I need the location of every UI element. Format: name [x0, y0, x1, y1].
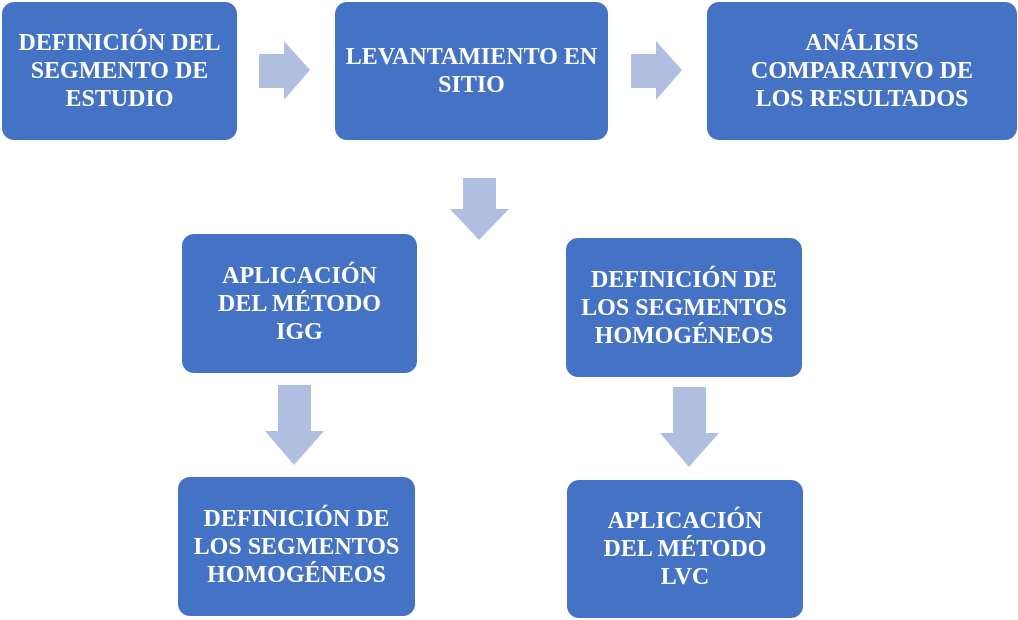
arrow-down-icon	[265, 385, 324, 465]
arrow-down-icon	[660, 387, 719, 467]
step-analisis-comparativo: ANÁLISIS COMPARATIVO DE LOS RESULTADOS	[707, 2, 1017, 140]
step-levantamiento-en-sitio: LEVANTAMIENTO EN SITIO	[335, 2, 608, 140]
arrow-right-icon	[631, 41, 682, 100]
step-definicion-segmento-estudio: DEFINICIÓN DEL SEGMENTO DE ESTUDIO	[2, 2, 237, 140]
step-definicion-segmentos-homogeneos-left: DEFINICIÓN DE LOS SEGMENTOS HOMOGÉNEOS	[178, 477, 415, 616]
step-definicion-segmentos-homogeneos-right: DEFINICIÓN DE LOS SEGMENTOS HOMOGÉNEOS	[566, 238, 802, 377]
step-aplicacion-metodo-igg: APLICACIÓN DEL MÉTODO IGG	[182, 234, 417, 373]
arrow-down-icon	[450, 178, 509, 240]
step-aplicacion-metodo-lvc: APLICACIÓN DEL MÉTODO LVC	[567, 480, 803, 618]
arrow-right-icon	[259, 41, 310, 100]
